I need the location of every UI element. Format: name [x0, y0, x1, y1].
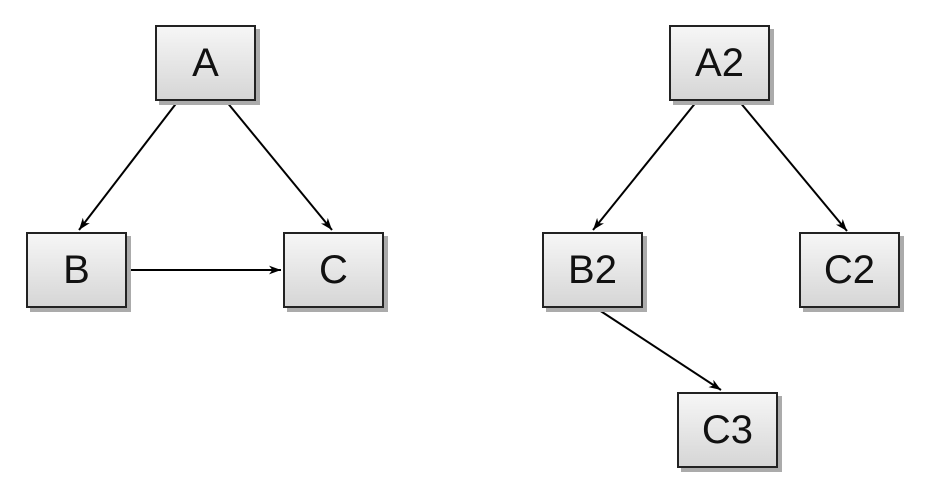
node-A2: A2 [669, 25, 770, 101]
node-label-C: C [319, 248, 348, 292]
node-label-C2: C2 [823, 248, 876, 292]
node-label-B2: B2 [568, 248, 617, 292]
node-B2: B2 [542, 232, 643, 308]
node-C: C [283, 232, 384, 308]
edge-A2-C2 [738, 100, 848, 232]
node-label-A2: A2 [695, 41, 744, 85]
node-C2: C2 [799, 232, 900, 308]
node-label-C3: C3 [701, 408, 754, 452]
node-A: A [155, 25, 256, 101]
node-label-A: A [192, 41, 219, 85]
edge-A-B [78, 100, 179, 231]
edge-A2-B2 [592, 100, 698, 231]
node-B: B [26, 232, 127, 308]
node-C3: C3 [677, 392, 778, 468]
node-label-B: B [63, 248, 90, 292]
edge-B2-C3 [595, 307, 722, 391]
edge-A-C [225, 100, 333, 231]
